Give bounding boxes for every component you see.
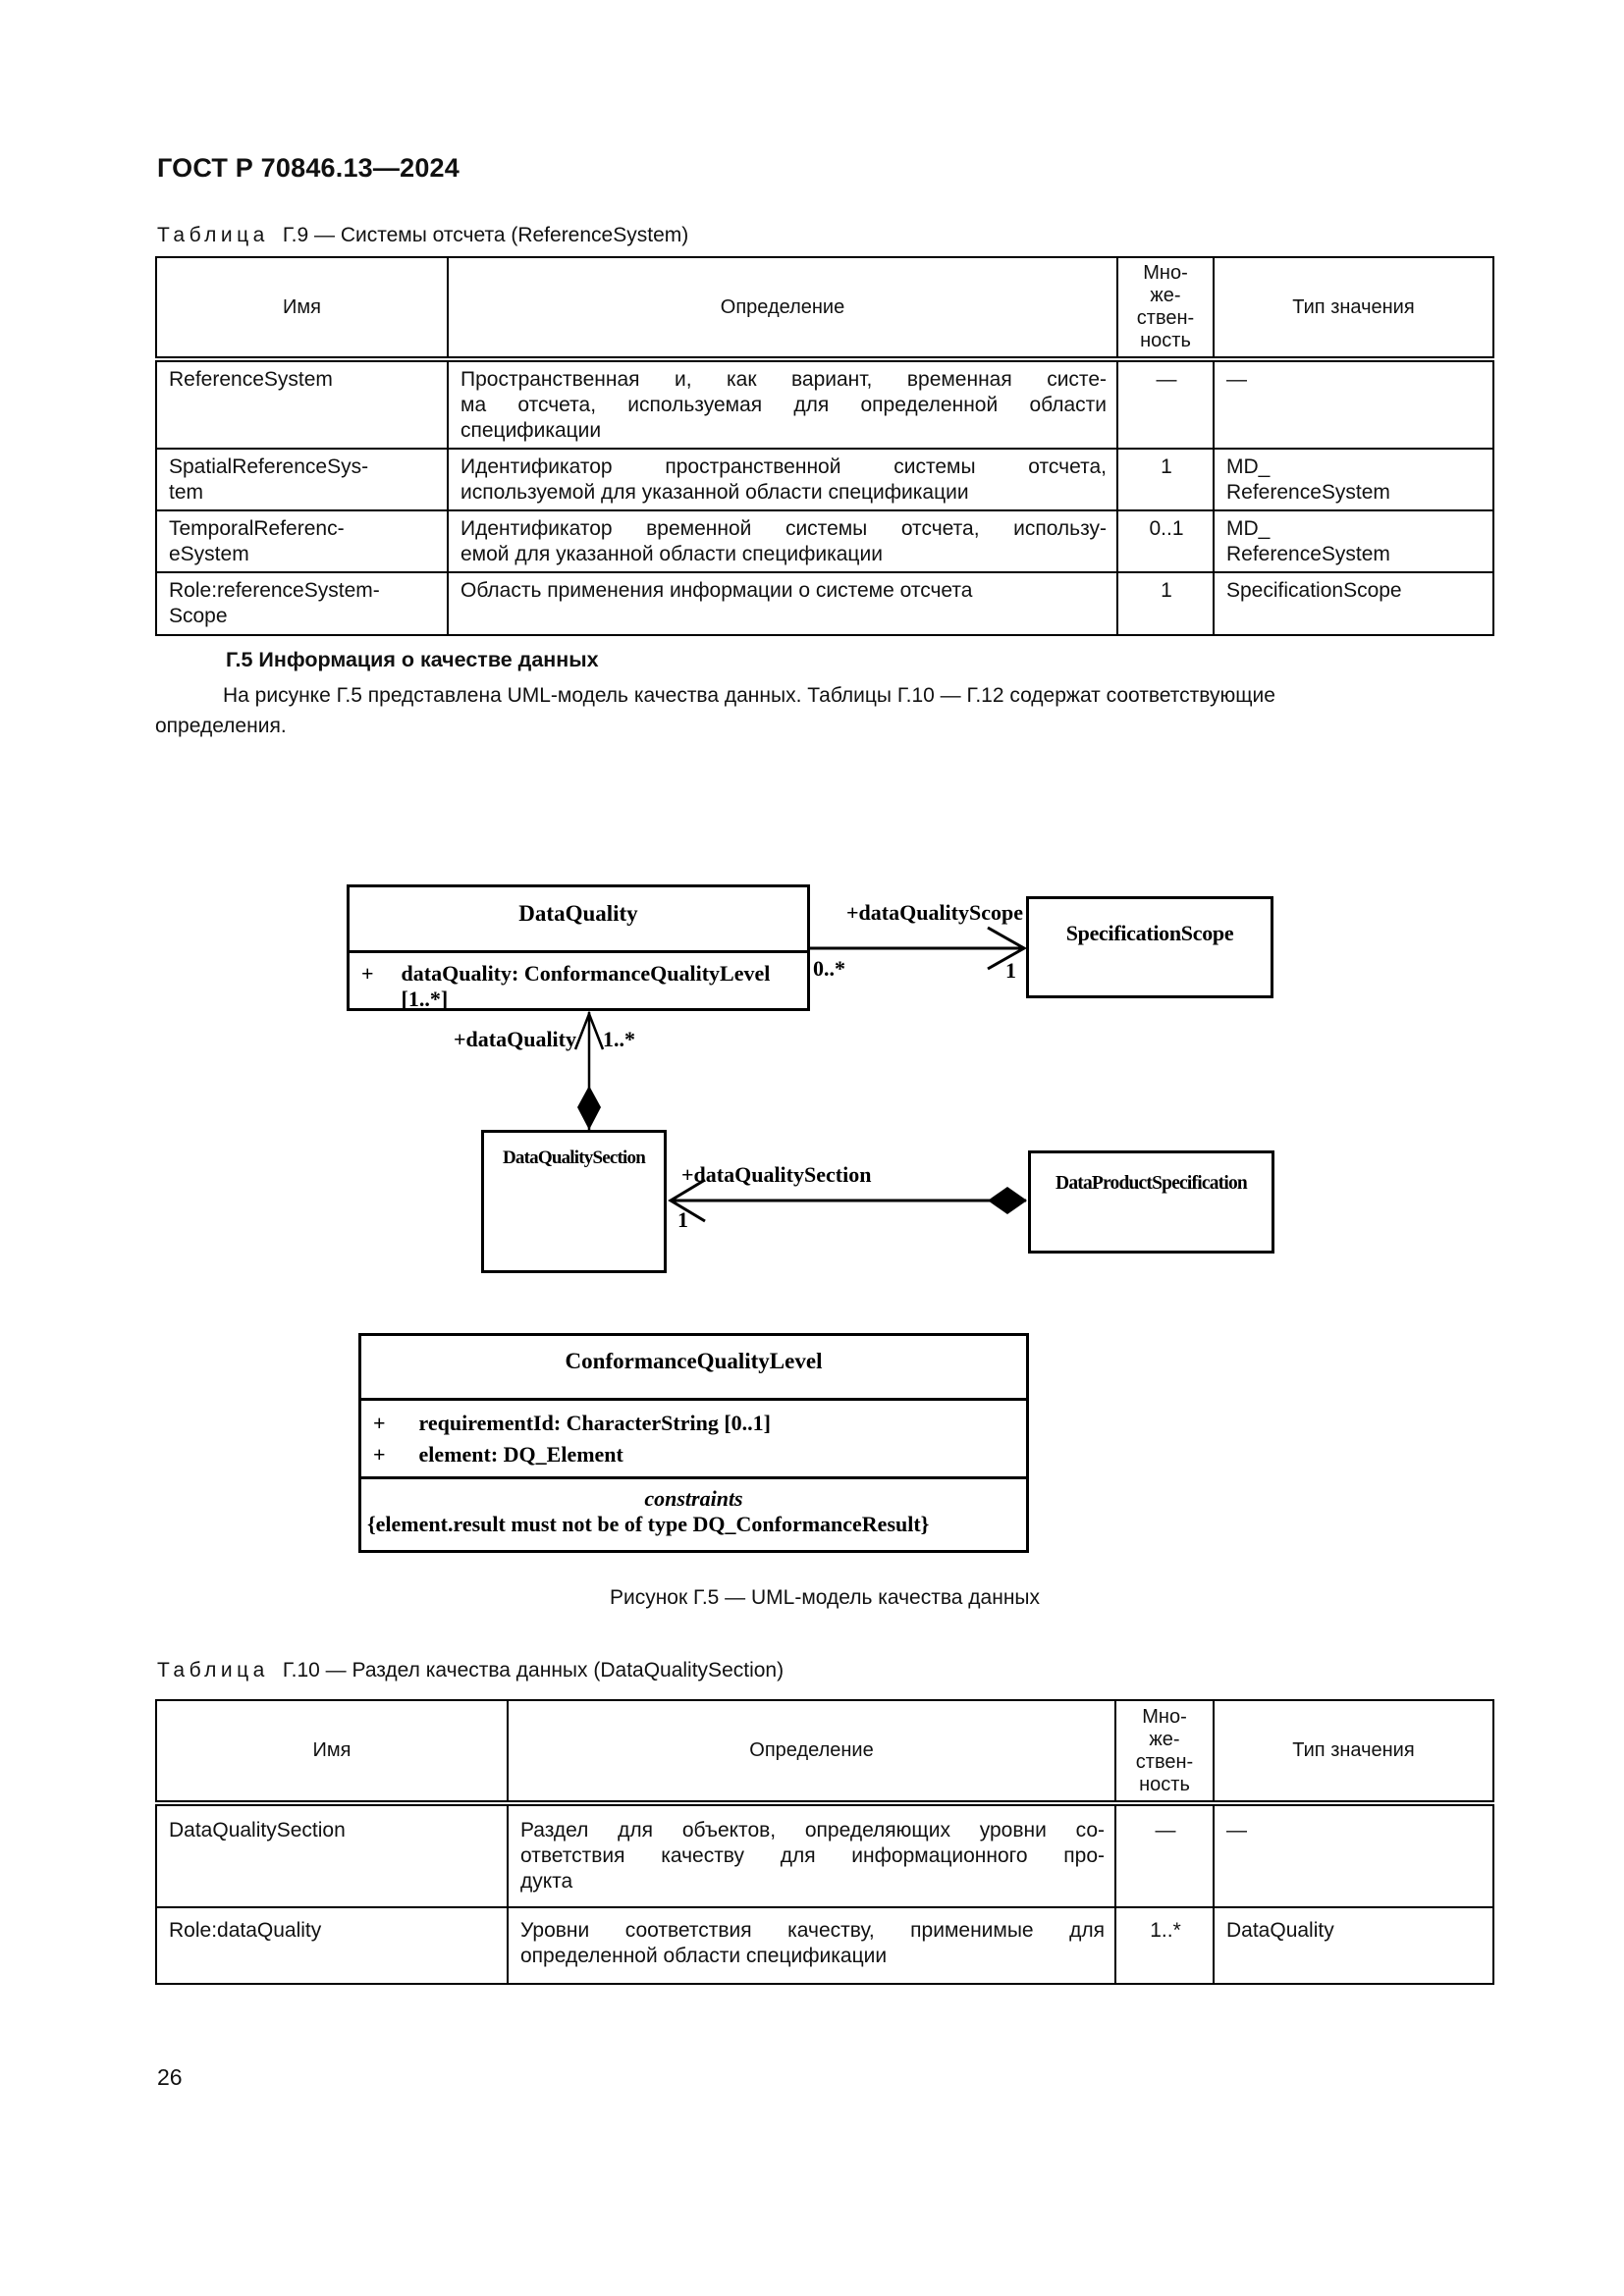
- uml-attr-text: element: DQ_Element: [418, 1442, 623, 1467]
- cell-name: Role:dataQuality: [155, 1906, 509, 1985]
- cell-multiplicity: 0..1: [1116, 509, 1215, 573]
- cell-definition: Пространственная и, как вариант, временн…: [447, 358, 1118, 450]
- table-g10: Имя Определение Мно- же- ствен- ность Ти…: [155, 1699, 1494, 1985]
- assoc-label-dataquality: +dataQuality: [454, 1027, 576, 1051]
- cell-definition: Раздел для объектов, определяющих уровни…: [507, 1802, 1116, 1908]
- cell-name: ReferenceSystem: [155, 358, 449, 450]
- col-header-definition: Определение: [447, 256, 1118, 362]
- open-arrow-icon: [573, 1010, 605, 1050]
- table-row: DataQualitySection Раздел для объектов, …: [155, 1802, 1494, 1908]
- col-header-name: Имя: [155, 256, 449, 362]
- uml-attr-text: requirementId: CharacterString [0..1]: [418, 1411, 772, 1435]
- uml-class-dataquality: DataQuality + dataQuality: ConformanceQu…: [347, 884, 810, 1011]
- table-g10-caption-text: Г.10 — Раздел качества данных (DataQuali…: [282, 1659, 785, 1682]
- cell-name: DataQualitySection: [155, 1802, 509, 1908]
- uml-class-specificationscope: SpecificationScope: [1026, 896, 1273, 998]
- table-g9: Имя Определение Мно- же- ствен- ность Ти…: [155, 256, 1494, 636]
- document-code: ГОСТ Р 70846.13—2024: [157, 153, 460, 183]
- assoc-mult-source: 0..*: [813, 956, 845, 981]
- assoc-label-dataqualityscope: +dataQualityScope: [846, 900, 1023, 925]
- cell-multiplicity: —: [1114, 1802, 1215, 1908]
- cell-name: TemporalReferenc- eSystem: [155, 509, 449, 573]
- table-g9-caption: Таблица Г.9 — Системы отсчета (ReferenceS…: [157, 224, 688, 247]
- table-g10-caption-word: Таблица: [157, 1659, 269, 1682]
- aggregation-diamond-icon: [577, 1086, 601, 1130]
- uml-attr-visibility: +: [373, 1411, 386, 1435]
- figure-caption: Рисунок Г.5 — UML-модель качества данных: [609, 1586, 1041, 1609]
- cell-definition: Идентификатор временной системы отсчета,…: [447, 509, 1118, 573]
- table-g9-caption-word: Таблица: [157, 224, 269, 246]
- uml-class-title: DataQuality: [350, 887, 807, 953]
- composition-diamond-icon: [988, 1187, 1027, 1214]
- cell-name: SpatialReferenceSys- tem: [155, 448, 449, 511]
- uml-class-dataqualitysection: DataQualitySection: [481, 1130, 667, 1273]
- table-row: TemporalReferenc- eSystem Идентификатор …: [155, 509, 1494, 573]
- col-header-multiplicity: Мно- же- ствен- ность: [1116, 256, 1215, 362]
- uml-constraint-text: {element.result must not be of type DQ_C…: [367, 1512, 930, 1536]
- cell-type: MD_ ReferenceSystem: [1213, 448, 1494, 511]
- cell-definition: Идентификатор пространственной системы о…: [447, 448, 1118, 511]
- uml-attr-visibility: +: [361, 961, 374, 986]
- col-header-definition: Определение: [507, 1699, 1116, 1806]
- table-row: SpatialReferenceSys- tem Идентификатор п…: [155, 448, 1494, 511]
- cell-name: Role:referenceSystem- Scope: [155, 571, 449, 636]
- cell-multiplicity: 1: [1116, 448, 1215, 511]
- section-heading: Г.5 Информация о качестве данных: [226, 648, 599, 671]
- uml-class-title: ConformanceQualityLevel: [361, 1336, 1026, 1401]
- col-header-name: Имя: [155, 1699, 509, 1806]
- cell-multiplicity: —: [1116, 358, 1215, 450]
- section-paragraph: На рисунке Г.5 представлена UML-модель к…: [155, 684, 1275, 737]
- cell-type: MD_ ReferenceSystem: [1213, 509, 1494, 573]
- cell-multiplicity: 1..*: [1114, 1906, 1215, 1985]
- table-row: Имя Определение Мно- же- ствен- ность Ти…: [155, 1699, 1494, 1806]
- table-row: Role:dataQuality Уровни соответствия кач…: [155, 1906, 1494, 1985]
- cell-type: —: [1213, 358, 1494, 450]
- assoc-label-dataqualitysection: +dataQualitySection: [681, 1162, 872, 1187]
- uml-class-dataproductspecification: DataProductSpecification: [1028, 1150, 1274, 1254]
- table-row: ReferenceSystem Пространственная и, как …: [155, 358, 1494, 450]
- assoc-mult-target: 1: [1005, 958, 1016, 983]
- col-header-multiplicity: Мно- же- ствен- ность: [1114, 1699, 1215, 1806]
- table-g9-caption-text: Г.9 — Системы отсчета (ReferenceSystem): [282, 224, 689, 246]
- uml-class-conformancequalitylevel: ConformanceQualityLevel + requirementId:…: [358, 1333, 1029, 1553]
- cell-definition: Область применения информации о системе …: [447, 571, 1118, 636]
- uml-class-title: DataProductSpecification: [1056, 1173, 1248, 1194]
- table-g10-caption: Таблица Г.10 — Раздел качества данных (Da…: [157, 1659, 784, 1682]
- uml-attr-text: dataQuality: ConformanceQualityLevel [1.…: [401, 961, 771, 1011]
- table-row: Имя Определение Мно- же- ствен- ность Ти…: [155, 256, 1494, 362]
- cell-type: DataQuality: [1213, 1906, 1494, 1985]
- cell-definition: Уровни соответствия качеству, применимые…: [507, 1906, 1116, 1985]
- page-number: 26: [157, 2064, 183, 2090]
- table-row: Role:referenceSystem- Scope Область прим…: [155, 571, 1494, 636]
- assoc-mult-dataqualitysection: 1: [677, 1207, 688, 1232]
- col-header-type: Тип значения: [1213, 1699, 1494, 1806]
- cell-type: SpecificationScope: [1213, 571, 1494, 636]
- uml-class-title: DataQualitySection: [503, 1148, 646, 1168]
- col-header-type: Тип значения: [1213, 256, 1494, 362]
- uml-constraints-label: constraints: [644, 1486, 743, 1511]
- uml-attr-visibility: +: [373, 1442, 386, 1467]
- uml-class-title: SpecificationScope: [1065, 921, 1234, 945]
- cell-multiplicity: 1: [1116, 571, 1215, 636]
- cell-type: —: [1213, 1802, 1494, 1908]
- assoc-mult-dataquality: 1..*: [603, 1027, 635, 1051]
